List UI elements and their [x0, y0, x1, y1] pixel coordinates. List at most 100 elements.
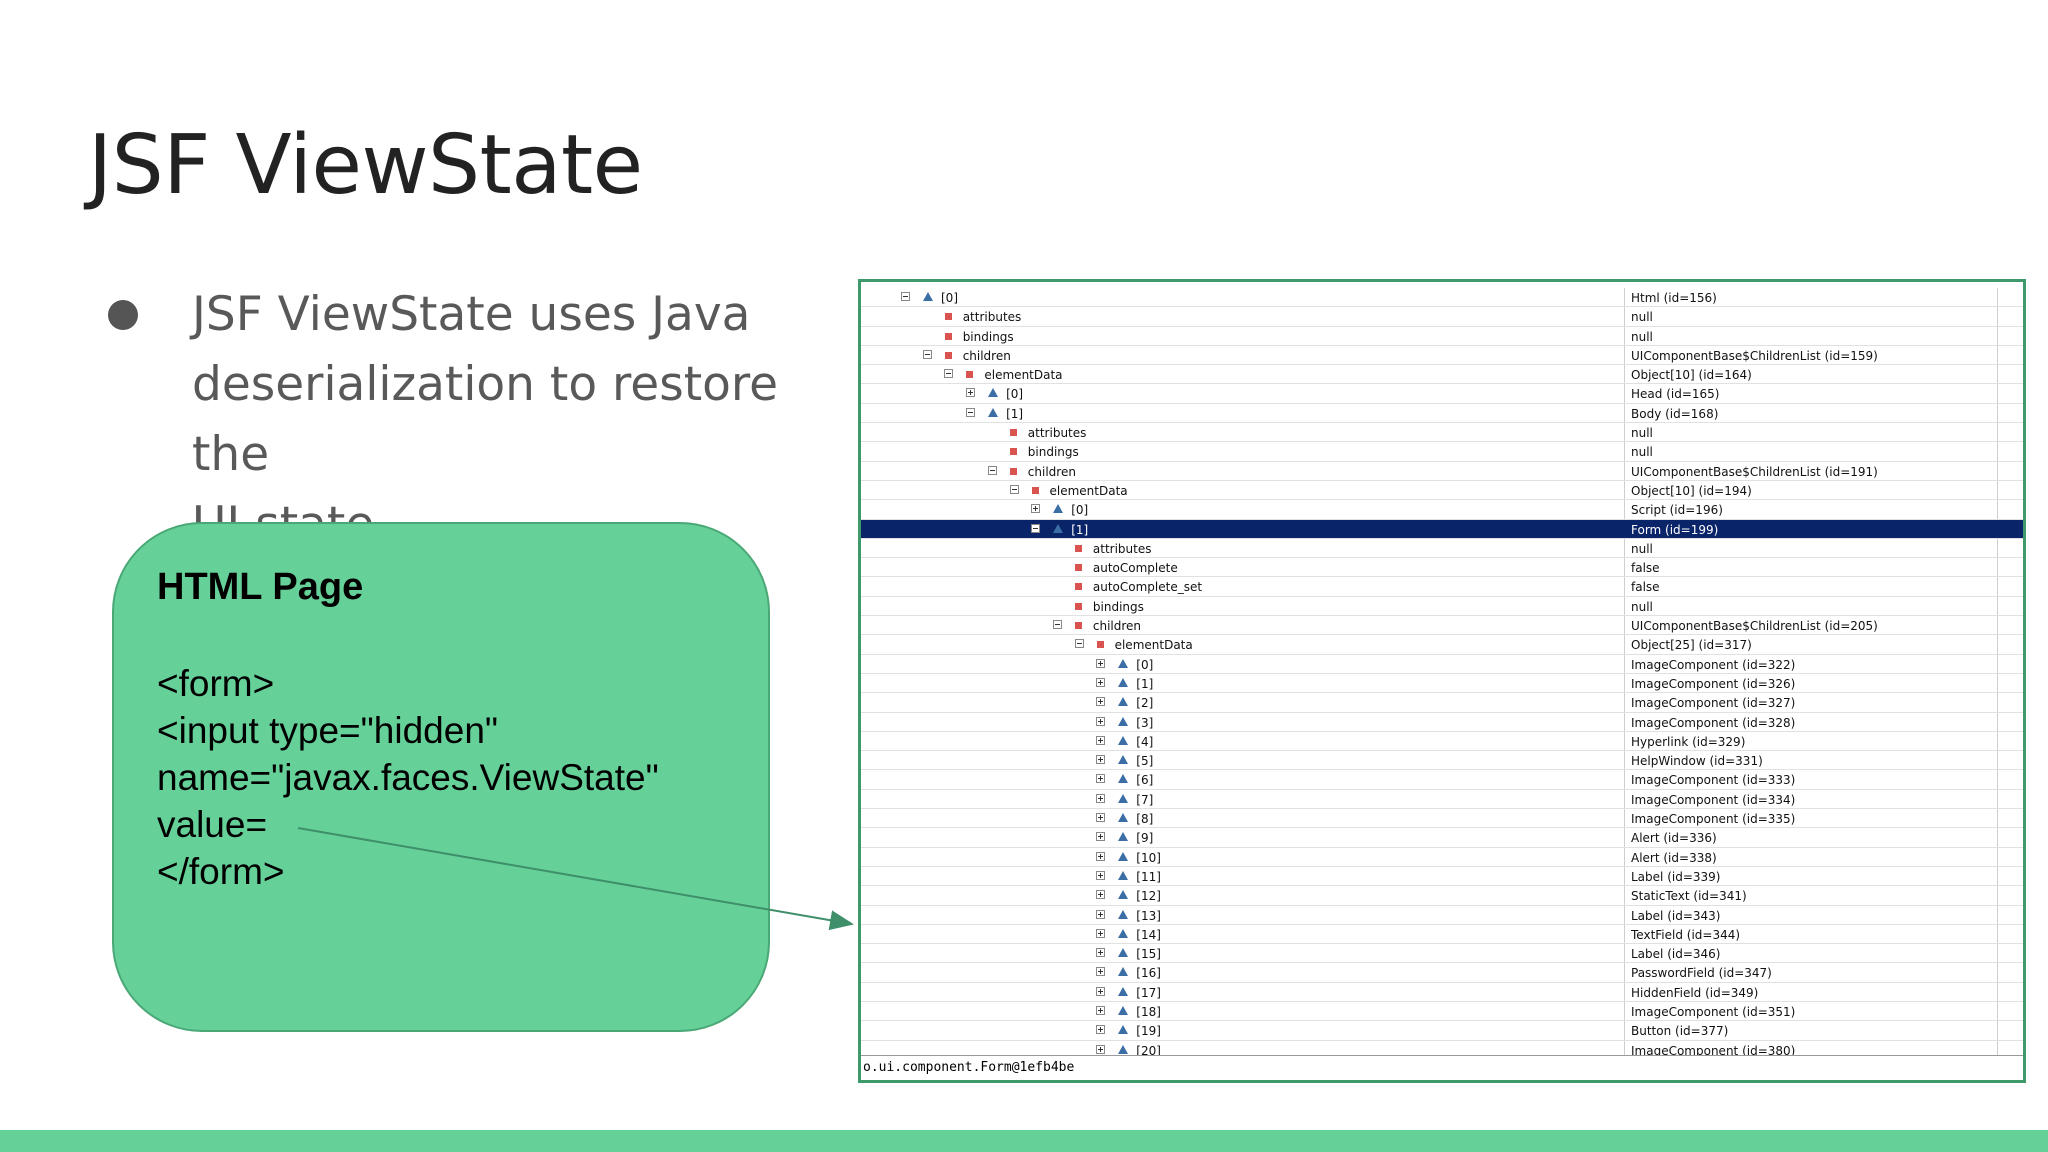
- tree-row[interactable]: [15]Label (id=346): [861, 944, 2023, 964]
- tree-row[interactable]: [9]Alert (id=336): [861, 828, 2023, 848]
- expand-icon[interactable]: [1096, 870, 1106, 880]
- expand-icon[interactable]: [1096, 890, 1106, 900]
- tree-row[interactable]: [5]HelpWindow (id=331): [861, 751, 2023, 771]
- tree-row[interactable]: [0]Head (id=165): [861, 384, 2023, 404]
- variable-value: Alert (id=338): [1631, 850, 1717, 865]
- tree-row[interactable]: [14]TextField (id=344): [861, 924, 2023, 945]
- expand-icon[interactable]: [1096, 813, 1106, 823]
- variable-name: [3]: [1136, 715, 1154, 730]
- expand-icon[interactable]: [1096, 1025, 1106, 1035]
- variable-value: Object[10] (id=164): [1631, 368, 1752, 383]
- variable-value: Html (id=156): [1631, 291, 1717, 305]
- expand-icon[interactable]: [1096, 928, 1106, 938]
- variable-name: elementData: [1049, 483, 1128, 498]
- column-divider: [1997, 751, 1998, 770]
- tree-row[interactable]: [0]Html (id=156): [861, 288, 2023, 308]
- tree-row[interactable]: [6]ImageComponent (id=333): [861, 770, 2023, 790]
- tree-row[interactable]: [1]Form (id=199): [861, 519, 2023, 539]
- variable-value: null: [1631, 310, 1653, 325]
- tree-row[interactable]: [12]StaticText (id=341): [861, 886, 2023, 906]
- expand-icon[interactable]: [1096, 793, 1106, 803]
- tree-row[interactable]: [4]Hyperlink (id=329): [861, 731, 2023, 752]
- element-triangle-icon: [1118, 1025, 1129, 1035]
- expand-icon[interactable]: [1096, 774, 1106, 784]
- expand-icon[interactable]: [1096, 697, 1106, 707]
- tree-row[interactable]: [0]ImageComponent (id=322): [861, 654, 2023, 674]
- collapse-icon[interactable]: [1031, 523, 1041, 533]
- expand-icon[interactable]: [1031, 504, 1041, 514]
- expand-icon[interactable]: [1096, 755, 1106, 765]
- expand-icon[interactable]: [1096, 967, 1106, 977]
- expand-icon[interactable]: [1096, 716, 1106, 726]
- element-triangle-icon: [1118, 832, 1129, 842]
- tree-row[interactable]: [7]ImageComponent (id=334): [861, 789, 2023, 810]
- column-divider: [1624, 558, 1625, 577]
- variable-name: [8]: [1136, 812, 1154, 827]
- variable-value: null: [1631, 445, 1653, 460]
- collapse-icon[interactable]: [966, 407, 976, 417]
- expand-icon[interactable]: [1096, 1005, 1106, 1015]
- tree-row[interactable]: [1]Body (id=168): [861, 403, 2023, 424]
- expand-icon[interactable]: [1096, 851, 1106, 861]
- variable-name: children: [1027, 464, 1076, 479]
- bullet-line: JSF ViewState uses Java: [192, 287, 751, 342]
- status-bar: o.ui.component.Form@1efb4be: [861, 1055, 2023, 1080]
- expand-icon[interactable]: [1096, 832, 1106, 842]
- element-triangle-icon: [1118, 986, 1129, 996]
- collapse-icon[interactable]: [901, 292, 910, 301]
- tree-row[interactable]: [3]ImageComponent (id=328): [861, 712, 2023, 732]
- tree-row[interactable]: [10]Alert (id=338): [861, 847, 2023, 867]
- collapse-icon[interactable]: [1074, 639, 1084, 649]
- expand-icon[interactable]: [1096, 677, 1106, 687]
- tree-row[interactable]: [17]HiddenField (id=349): [861, 982, 2023, 1002]
- column-divider: [1997, 1001, 1998, 1021]
- tree-row[interactable]: [19]Button (id=377): [861, 1021, 2023, 1041]
- collapse-icon[interactable]: [987, 465, 997, 475]
- expand-icon[interactable]: [1096, 1044, 1106, 1054]
- tree-row[interactable]: [8]ImageComponent (id=335): [861, 809, 2023, 829]
- tree-row[interactable]: [11]Label (id=339): [861, 866, 2023, 887]
- expand-icon[interactable]: [966, 388, 976, 398]
- tree-row[interactable]: attributes null: [861, 307, 2023, 327]
- collapse-icon[interactable]: [1009, 484, 1019, 494]
- expand-icon[interactable]: [1096, 948, 1106, 958]
- element-triangle-icon: [1118, 658, 1129, 668]
- expand-icon[interactable]: [1096, 658, 1106, 668]
- tree-row[interactable]: [2]ImageComponent (id=327): [861, 693, 2023, 713]
- column-divider: [1624, 693, 1625, 712]
- variable-value: Head (id=165): [1631, 387, 1720, 402]
- expand-icon[interactable]: [1096, 986, 1106, 996]
- variable-name: autoComplete_set: [1092, 580, 1203, 595]
- expand-icon[interactable]: [1096, 735, 1106, 745]
- collapse-icon[interactable]: [944, 369, 954, 379]
- element-triangle-icon: [1118, 793, 1129, 803]
- tree-row[interactable]: [0]Script (id=196): [861, 500, 2023, 520]
- expand-icon[interactable]: [1096, 909, 1106, 919]
- tree-row[interactable]: [1]ImageComponent (id=326): [861, 673, 2023, 694]
- column-divider: [1624, 480, 1625, 500]
- tree-row[interactable]: [18]ImageComponent (id=351): [861, 1001, 2023, 1022]
- variable-value: UIComponentBase$ChildrenList (id=159): [1631, 348, 1878, 363]
- collapse-icon[interactable]: [1052, 620, 1062, 630]
- variable-name: attributes: [962, 310, 1022, 325]
- collapse-icon[interactable]: [922, 349, 932, 359]
- column-divider: [1997, 345, 1998, 365]
- tree-row[interactable]: [13]Label (id=343): [861, 905, 2023, 925]
- tree-row[interactable]: [16]PasswordField (id=347): [861, 963, 2023, 983]
- variable-value: Button (id=377): [1631, 1024, 1729, 1039]
